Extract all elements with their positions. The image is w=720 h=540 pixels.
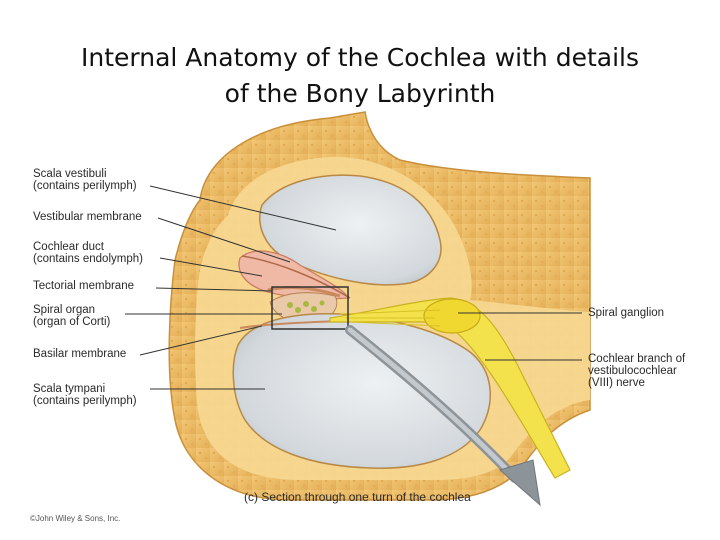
vestibular-membrane-line bbox=[241, 255, 351, 299]
label-basilar-membrane: Basilar membrane bbox=[33, 348, 127, 360]
detail-arrow bbox=[345, 325, 541, 507]
label-spiral-ganglion: Spiral ganglion bbox=[588, 307, 665, 319]
label-cochlear-branch: Cochlear branch of vestibulocochlear (VI… bbox=[588, 353, 686, 389]
copyright-notice: ©John Wiley & Sons, Inc. bbox=[30, 514, 121, 523]
label-tectorial-membrane: Tectorial membrane bbox=[33, 280, 134, 292]
tectorial-membrane-line bbox=[267, 286, 341, 298]
spiral-ganglion-shape bbox=[423, 298, 481, 334]
title-line-2: of the Bony Labyrinth bbox=[224, 79, 496, 108]
label-spiral-organ: Spiral organ (organ of Corti) bbox=[33, 304, 111, 328]
leader-lines bbox=[125, 185, 582, 390]
label-vestibular-membrane: Vestibular membrane bbox=[33, 211, 142, 223]
label-cochlear-duct: Cochlear duct (contains endolymph) bbox=[33, 241, 143, 265]
cochlear-nerve bbox=[329, 297, 571, 479]
figure-caption: (c) Section through one turn of the coch… bbox=[244, 490, 471, 504]
slide-title: Internal Anatomy of the Cochlea with det… bbox=[0, 40, 720, 112]
label-scala-vestibuli: Scala vestibuli (contains perilymph) bbox=[33, 168, 137, 192]
detail-highlight-box bbox=[271, 286, 349, 330]
label-scala-tympani: Scala tympani (contains perilymph) bbox=[33, 383, 137, 407]
title-line-1: Internal Anatomy of the Cochlea with det… bbox=[81, 43, 639, 72]
